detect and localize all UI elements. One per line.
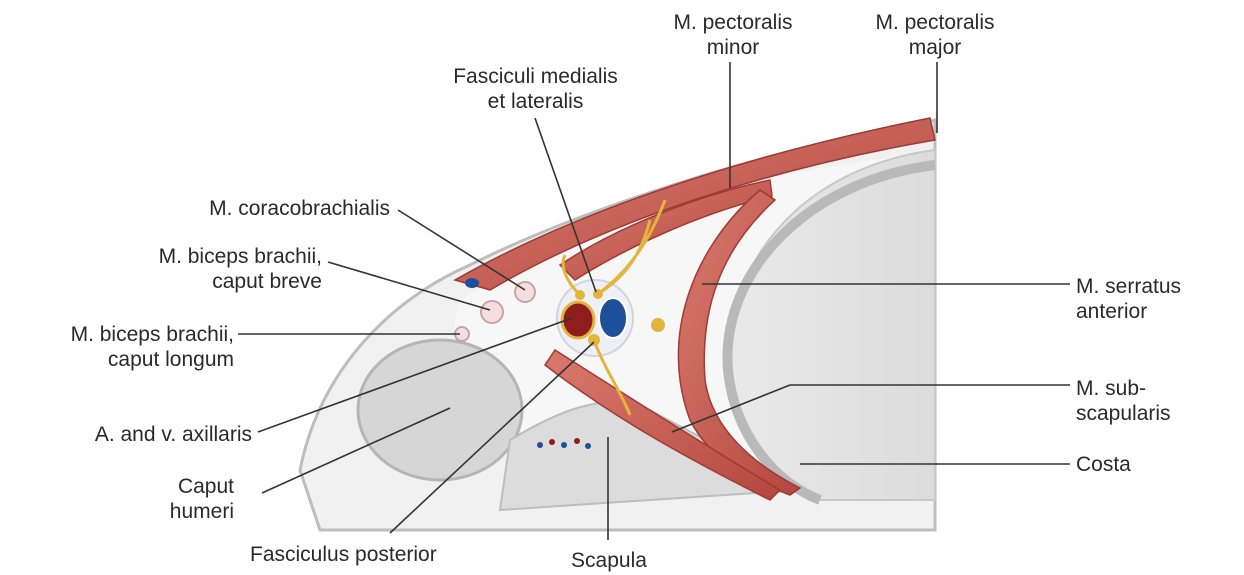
cephalic-vein: [465, 278, 479, 288]
label-pectoralis-minor: M. pectoralis minor: [648, 10, 818, 60]
scapular-vessel-2: [549, 439, 555, 445]
label-fasciculi-medialis: Fasciculi medialis et lateralis: [418, 64, 653, 114]
scapular-vessel-3: [561, 442, 567, 448]
label-biceps-longum: M. biceps brachii, caput longum: [0, 322, 234, 372]
scapular-vessel-4: [574, 438, 580, 444]
label-biceps-breve: M. biceps brachii, caput breve: [60, 244, 322, 294]
label-serratus-anterior: M. serratus anterior: [1076, 274, 1236, 324]
long-thoracic-nerve: [651, 318, 665, 332]
biceps-breve-section: [481, 301, 503, 323]
label-coracobrachialis: M. coracobrachialis: [100, 196, 390, 221]
axillary-vein: [599, 298, 627, 338]
scapular-vessel-5: [585, 443, 591, 449]
label-axillaris: A. and v. axillaris: [0, 422, 252, 447]
label-subscapularis: M. sub- scapularis: [1076, 376, 1236, 426]
label-pectoralis-major: M. pectoralis major: [845, 10, 1025, 60]
label-caput-humeri: Caput humeri: [100, 474, 234, 524]
humeral-head: [358, 340, 522, 480]
label-fasciculus-posterior: Fasciculus posterior: [250, 542, 510, 567]
scapular-vessel-1: [537, 442, 543, 448]
label-scapula: Scapula: [545, 548, 673, 573]
label-costa: Costa: [1076, 452, 1196, 477]
